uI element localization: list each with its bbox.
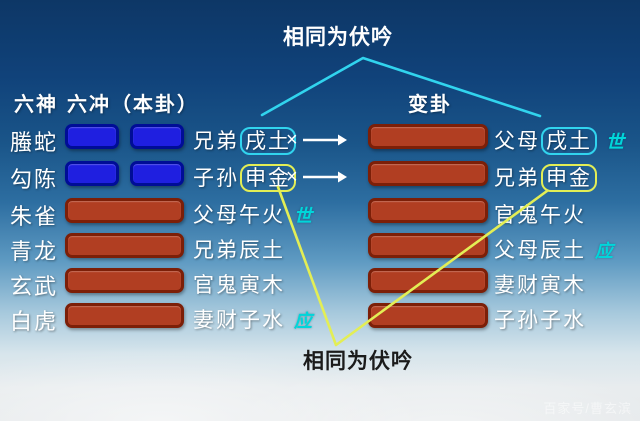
left-hexagram-row-3: 朱雀 父母午火世 [0,197,640,230]
line-text: 兄弟申金 [494,162,597,192]
left-hexagram-row-6: 白虎 妻财子水应 [0,302,640,335]
right-hexagram-row-2: 兄弟申金 [0,160,640,192]
watermark: 百家号/曹玄滨 [543,401,632,416]
right-hexagram-row-1: 父母戌土世 [0,123,640,155]
left-hexagram-row-1: 螣蛇 兄弟戌土 [0,123,640,156]
fuyin-highlight-cyan: 戌土 [541,127,597,155]
yang-line-solid-red [65,198,184,223]
yin-line-broken-blue [65,124,184,149]
right-hexagram-row-5: 妻财寅木 [0,267,640,299]
cyan-connector-line [260,56,542,118]
right-hexagram-row-4: 父母辰土应 [0,232,640,264]
six-god-label: 白虎 [10,310,59,335]
top-annotation-title: 相同为伏吟 [283,26,393,49]
arrow-right-icon [302,171,347,183]
shi-marker: 世 [606,132,626,153]
right-hexagram-row-3: 官鬼午火 [0,197,640,229]
line-text: 父母戌土世 [494,127,626,155]
right-column-header: 变卦 [408,92,452,116]
line-text: 父母辰土应 [494,238,615,262]
line-text: 官鬼午火 [494,203,586,227]
line-text: 妻财寅木 [494,273,586,297]
yin-line-broken-blue [65,161,184,186]
yang-line-solid-red [368,161,488,186]
changing-line-indicator-2: × [286,164,366,190]
yang-line-solid-red [368,268,488,293]
changing-mark: × [286,129,298,151]
arrow-right-icon [302,134,347,146]
changing-line-indicator-1: × [286,127,366,153]
fuyin-highlight-cyan: 戌土 [240,127,296,155]
yang-line-solid-red [368,124,488,149]
six-god-label: 玄武 [10,275,59,300]
fuyin-highlight-yellow: 申金 [541,164,597,192]
left-hexagram-row-4: 青龙 兄弟辰土 [0,232,640,265]
line-text: 兄弟辰土 [193,238,285,262]
yang-line-solid-red [368,303,488,328]
bottom-annotation-title: 相同为伏吟 [303,350,413,373]
line-text: 兄弟戌土 [193,125,296,155]
line-text: 子孙子水 [494,308,586,332]
six-god-label: 螣蛇 [10,131,59,156]
yang-line-solid-red [65,233,184,258]
right-hexagram-row-6: 子孙子水 [0,302,640,334]
left-hexagram-row-5: 玄武 官鬼寅木 [0,267,640,300]
left-column-header: 六神 六冲（本卦） [14,92,199,116]
yang-line-solid-red [368,198,488,223]
yang-line-solid-red [368,233,488,258]
six-god-label: 青龙 [10,240,59,265]
ying-marker: 应 [595,241,615,262]
line-text: 官鬼寅木 [193,273,285,297]
yang-line-solid-red [65,303,184,328]
yang-line-solid-red [65,268,184,293]
changing-mark: × [286,166,298,188]
six-god-label: 朱雀 [10,205,59,230]
six-god-label: 勾陈 [10,168,59,193]
